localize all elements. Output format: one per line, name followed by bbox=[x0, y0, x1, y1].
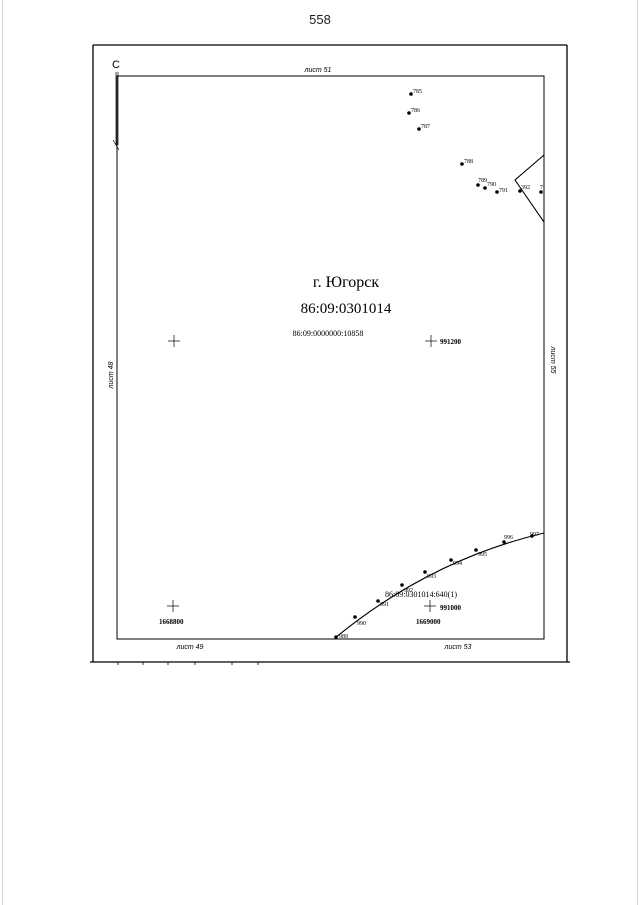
grid-cross-se bbox=[424, 600, 436, 612]
point-990-label: 990 bbox=[357, 621, 366, 627]
grid-cross-ne bbox=[425, 335, 437, 347]
bottom-ticks bbox=[117, 662, 259, 665]
point-993-label: 993 bbox=[427, 574, 436, 580]
point-997-label: 997 bbox=[530, 532, 539, 538]
coord-east-right: 1669000 bbox=[416, 618, 441, 626]
city-title: г. Югорск bbox=[313, 274, 379, 291]
point-787-label: 787 bbox=[421, 124, 430, 130]
point-7-label: 7 bbox=[540, 185, 543, 191]
point-788-label: 788 bbox=[464, 159, 473, 165]
point-785-label: 785 bbox=[413, 89, 422, 95]
sheet-label-bottom-left: лист 49 bbox=[176, 644, 204, 651]
map-frame bbox=[116, 75, 545, 640]
point-7-marker bbox=[539, 190, 543, 194]
point-789-label: 789 bbox=[478, 178, 487, 184]
point-992-marker bbox=[400, 583, 404, 587]
boundary-south-arc bbox=[334, 532, 545, 639]
point-786-label: 786 bbox=[411, 108, 420, 114]
point-996-label: 996 bbox=[504, 535, 513, 541]
point-791-label: 791 bbox=[499, 188, 508, 194]
point-790-marker bbox=[483, 186, 487, 190]
coord-east-left: 1668800 bbox=[159, 618, 184, 626]
scan-edge-left bbox=[2, 0, 3, 905]
sheet-label-bottom-right: лист 53 bbox=[444, 644, 472, 651]
point-791-marker bbox=[495, 190, 499, 194]
point-995-label: 995 bbox=[478, 552, 487, 558]
point-989-label: 989 bbox=[339, 634, 348, 640]
sheet-label-right: лист 55 bbox=[549, 346, 556, 374]
point-991-label: 991 bbox=[380, 602, 389, 608]
scan-edge-right bbox=[637, 0, 638, 905]
point-990-marker bbox=[353, 615, 357, 619]
quarter-number: 86:09:0301014 bbox=[301, 301, 392, 317]
point-788-marker bbox=[460, 162, 464, 166]
point-785-marker bbox=[409, 92, 413, 96]
point-993-marker bbox=[423, 570, 427, 574]
point-392-label: 392 bbox=[521, 185, 530, 191]
parcel-label-lower: 86:09:0301014:640(1) bbox=[385, 590, 457, 599]
sheet-label-left: лист 48 bbox=[108, 361, 115, 389]
point-995-marker bbox=[474, 548, 478, 552]
point-994-label: 994 bbox=[453, 561, 462, 567]
point-992-label: 992 bbox=[404, 588, 413, 594]
grid-cross-nw bbox=[168, 335, 180, 347]
page-number: 558 bbox=[309, 12, 331, 27]
boundary-northeast bbox=[514, 154, 545, 223]
grid-cross-sw bbox=[167, 600, 179, 612]
point-787-marker bbox=[417, 127, 421, 131]
point-991-marker bbox=[376, 599, 380, 603]
coord-north-lower: 991000 bbox=[440, 604, 462, 612]
coord-north-upper: 991200 bbox=[440, 338, 462, 346]
north-marker: С bbox=[112, 59, 120, 71]
sheet-label-top: лист 51 bbox=[304, 67, 332, 74]
north-arrow-icon bbox=[112, 72, 120, 151]
point-789-marker bbox=[476, 183, 480, 187]
point-786-marker bbox=[407, 111, 411, 115]
point-989-marker bbox=[334, 635, 338, 639]
parcel-label-main: 86:09:0000000:10858 bbox=[293, 329, 364, 338]
point-997-marker bbox=[530, 534, 534, 538]
point-790-label: 790 bbox=[487, 182, 496, 188]
point-392-marker bbox=[518, 189, 522, 193]
point-994-marker bbox=[449, 558, 453, 562]
point-996-marker bbox=[502, 540, 506, 544]
